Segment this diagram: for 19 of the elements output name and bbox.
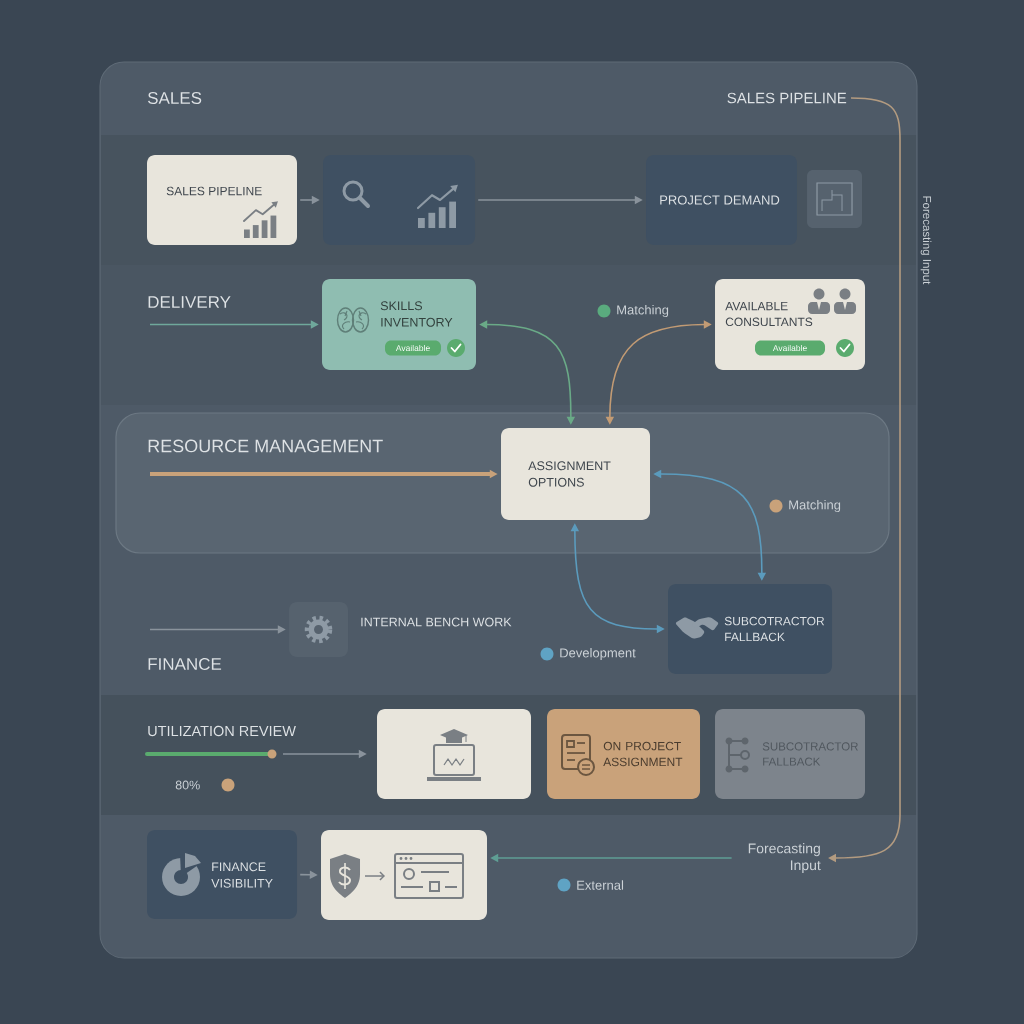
percent-label: 80% [175,780,200,790]
process-box: ON PROJECT ASSIGNMENT [547,709,700,799]
status-label: External [577,880,624,890]
section-heading: UTILIZATION REVIEW [148,725,296,737]
edge-label: Forecasting Input [920,196,932,285]
node-caption: INTERNAL BENCH WORK [361,617,512,627]
flow-label: Forecasting Input [748,843,821,873]
status-label: Matching [617,304,669,318]
status-label: Development [560,647,636,661]
lane-heading: FINANCE [148,658,222,671]
process-box: PROJECT DEMAND [646,155,797,245]
process-box: FINANCE VISIBILITY [147,830,297,919]
process-box: ASSIGNMENT OPTIONS [501,428,650,520]
process-box: SUBCOTRACTOR FALLBACK [668,584,832,674]
lane-heading: DELIVERY [148,296,231,308]
lane-heading: SALES [147,92,202,104]
process-box: SALES PIPELINE [147,155,297,245]
status-label: Matching [789,499,841,513]
section-heading: SALES PIPELINE [727,92,847,104]
